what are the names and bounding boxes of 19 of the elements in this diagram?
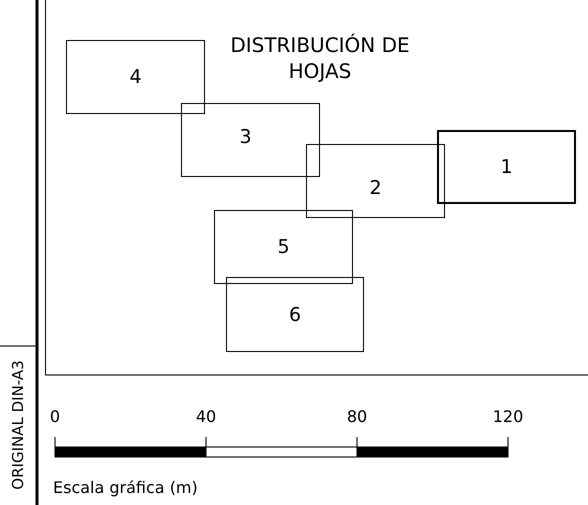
sheet-number: 3 xyxy=(239,126,252,148)
scale-tick-label: 40 xyxy=(194,407,218,426)
sheet-outline xyxy=(437,130,576,204)
scale-caption: Escala gráfica (m) xyxy=(53,478,198,497)
scale-tick-label: 80 xyxy=(346,407,368,426)
sheet-number: 1 xyxy=(500,156,513,178)
sheet-number: 4 xyxy=(129,66,142,88)
sheet-outline xyxy=(214,210,353,284)
map-title: DISTRIBUCIÓN DE HOJAS xyxy=(229,32,411,84)
sheet-outline xyxy=(66,40,205,114)
scale-tick-label: 0 xyxy=(48,407,62,426)
scale-tick-label: 120 xyxy=(492,407,524,426)
sheet-outline xyxy=(181,103,320,177)
sheet-number: 2 xyxy=(369,177,382,199)
paper-size-note: ORIGINAL DIN-A3 xyxy=(8,359,28,492)
sheet-number: 5 xyxy=(277,236,290,258)
sheet-outline xyxy=(226,277,364,352)
sheet-number: 6 xyxy=(288,304,302,326)
sheet-outline xyxy=(306,144,445,218)
